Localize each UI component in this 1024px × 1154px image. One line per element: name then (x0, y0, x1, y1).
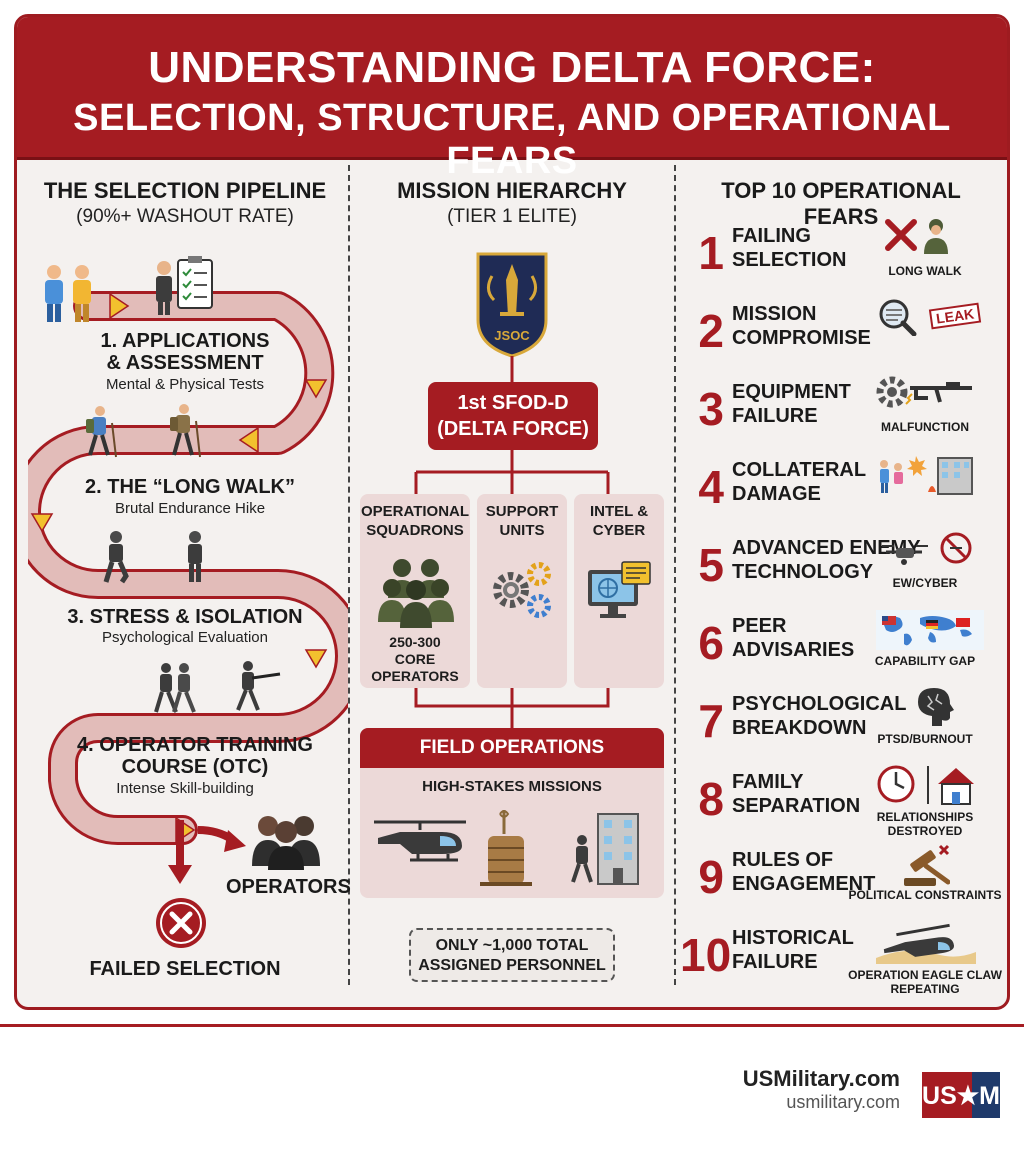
fear-number: 1 (698, 227, 724, 279)
drone-icon (882, 532, 972, 565)
field-operations-icons (374, 810, 639, 886)
footer-rule (0, 1024, 1024, 1027)
magnifier-leak-icon (879, 299, 917, 336)
branch-note: 250-300 CORE OPERATORS (371, 634, 459, 684)
fear-number: 8 (698, 773, 724, 825)
computer-icon (588, 561, 651, 618)
hierarchy-subtitle: (TIER 1 ELITE) (447, 206, 577, 227)
delta-force-line2: (DELTA FORCE) (437, 418, 589, 440)
crashed-helicopter-icon (876, 923, 976, 964)
branch-support-units: SUPPORT UNITS (477, 494, 567, 688)
fear-label: MISSION COMPROMISE (732, 303, 871, 349)
operators-group-icon (252, 816, 320, 870)
field-operations-sub: HIGH-STAKES MISSIONS (422, 778, 602, 795)
branch-title: INTEL & CYBER (589, 503, 649, 539)
fear-label: FAMILY SEPARATION (732, 771, 861, 817)
branch-title: SUPPORT UNITS (485, 503, 559, 539)
delta-force-line1: 1st SFOD-D (457, 392, 569, 414)
pipeline-path (28, 291, 348, 884)
clock-house-icon (877, 765, 974, 805)
pipeline-subtitle: (90%+ WASHOUT RATE) (76, 206, 294, 227)
hiker-icon-2 (170, 404, 201, 458)
fear-number: 7 (698, 695, 724, 747)
page-title-line2: SELECTION, STRUCTURE, AND OPERATIONAL FE… (73, 97, 951, 182)
fear-label: HISTORICAL FAILURE (732, 927, 854, 973)
pipeline-step-3-sub: Psychological Evaluation (102, 629, 268, 646)
fear-caption: POLITICAL CONSTRAINTS (848, 888, 1002, 902)
clipboard-icon (156, 256, 213, 315)
branch-title: OPERATIONAL SQUADRONS (360, 503, 470, 539)
fear-number: 4 (698, 461, 724, 513)
fear-caption: MALFUNCTION (881, 420, 969, 434)
fear-label: PEER ADVISARIES (732, 615, 855, 661)
hiker-icon (86, 406, 117, 458)
fear-caption: RELATIONSHIPS DESTROYED (876, 810, 974, 838)
x-soldier-icon (885, 219, 948, 254)
pipeline-title: THE SELECTION PIPELINE (43, 178, 327, 203)
applicants-icon (45, 265, 91, 322)
fear-label: RULES OF ENGAGEMENT (732, 849, 876, 895)
jsoc-shield-icon: JSOC (476, 252, 548, 358)
fear-caption: CAPABILITY GAP (874, 654, 976, 668)
fear-caption: EW/CYBER (892, 576, 958, 590)
page-title-line1: UNDERSTANDING DELTA FORCE: (148, 43, 876, 92)
fear-number: 2 (698, 305, 724, 357)
branch-operational-squadrons: OPERATIONAL SQUADRONS 250-300 CORE OPERA… (360, 494, 470, 688)
helicopter-icon (374, 820, 466, 862)
jsoc-badge-text: JSOC (494, 328, 530, 343)
fear-label: COLLATERAL DAMAGE (732, 459, 867, 505)
footer-url: usmilitary.com (786, 1092, 900, 1112)
gavel-icon (904, 844, 950, 886)
fear-number: 6 (698, 617, 724, 669)
pipeline-step-3-title: 3. STRESS & ISOLATION (67, 606, 303, 628)
failed-x-icon (156, 898, 206, 948)
pipeline-step-4-sub: Intense Skill-building (116, 780, 254, 797)
fear-label: FAILING SELECTION (732, 225, 847, 271)
fear-label: PSYCHOLOGICAL BREAKDOWN (732, 693, 907, 739)
header-banner: UNDERSTANDING DELTA FORCE: SELECTION, ST… (17, 17, 1007, 182)
world-map-icon (876, 610, 984, 650)
svg-text:US★M: US★M (922, 1082, 1000, 1110)
column-divider-right (674, 165, 676, 985)
pipeline-step-2-title: 2. THE “LONG WALK” (85, 476, 295, 498)
civilians-building-icon (880, 456, 973, 495)
fear-number: 9 (698, 851, 724, 903)
pipeline-step-4-title: 4. OPERATOR TRAINING COURSE (OTC) (77, 734, 313, 778)
pipeline-step-1-sub: Mental & Physical Tests (105, 376, 265, 393)
fear-number: 3 (698, 383, 724, 435)
stressed-person-icon (103, 531, 129, 584)
rifleman-icon (236, 661, 281, 711)
fear-label: EQUIPMENT FAILURE (732, 381, 851, 427)
fear-caption: LONG WALK (888, 264, 962, 278)
fear-caption: PTSD/BURNOUT (877, 732, 973, 746)
isolated-person-icon (188, 531, 202, 582)
running-soldiers-icon (154, 663, 196, 713)
fear-number: 5 (698, 539, 724, 591)
field-operations-box: FIELD OPERATIONS HIGH-STAKES MISSIONS (360, 728, 664, 898)
rope-barrel-icon (480, 810, 532, 886)
org-connectors (414, 356, 610, 728)
gear-rifle-icon (876, 376, 972, 408)
building-entry-icon (571, 813, 639, 885)
footer-brand: USMilitary.com (742, 1066, 900, 1091)
total-personnel-note: ONLY ~1,000 TOTAL ASSIGNED PERSONNEL (409, 928, 615, 982)
fears-title: TOP 10 OPERATIONAL FEARS (721, 178, 961, 229)
fear-caption: OPERATION EAGLE CLAW REPEATING (848, 968, 1002, 996)
failed-selection-label: FAILED SELECTION (89, 958, 281, 980)
usm-logo: US★M (922, 1072, 1000, 1118)
head-icon (918, 688, 954, 726)
hierarchy-title: MISSION HIERARCHY (397, 178, 627, 203)
field-operations-title: FIELD OPERATIONS (360, 728, 664, 768)
pipeline-step-1-title: 1. APPLICATIONS & ASSESSMENT (100, 330, 270, 374)
branch-intel-cyber: INTEL & CYBER (574, 494, 664, 688)
soldiers-group-icon (378, 559, 454, 628)
gears-icon (493, 562, 551, 618)
fear-number: 10 (680, 929, 732, 981)
column-divider-left (348, 165, 350, 985)
delta-force-box: 1st SFOD-D (DELTA FORCE) (428, 382, 598, 450)
operators-label: OPERATORS (226, 876, 351, 898)
pipeline-step-2-sub: Brutal Endurance Hike (114, 500, 266, 517)
